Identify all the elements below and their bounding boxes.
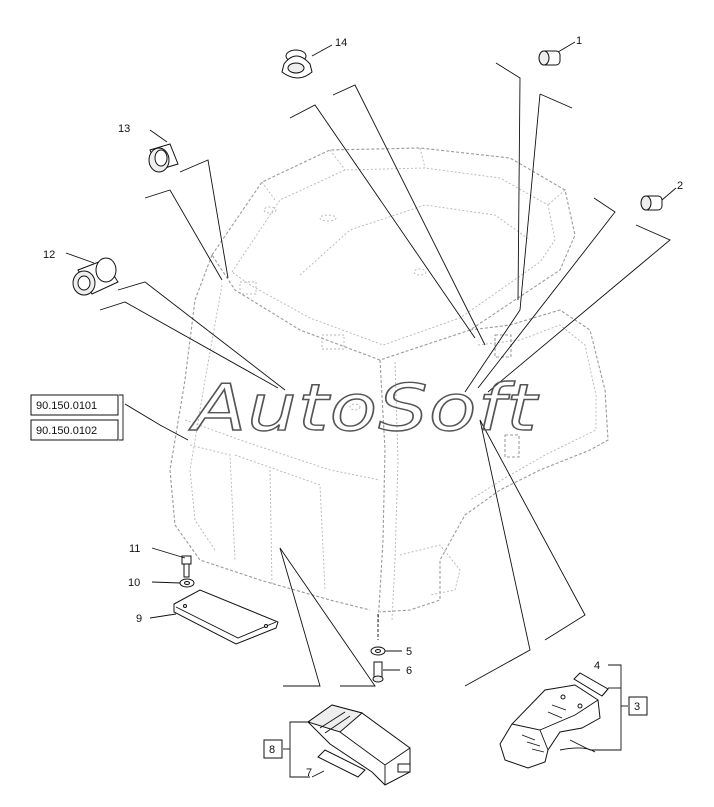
- callout-7: 7: [306, 767, 312, 779]
- grommet-14: [281, 49, 313, 79]
- reference-label-1: 90.150.0101: [36, 400, 97, 412]
- callout-3: 3: [634, 701, 640, 713]
- grommet-12: [72, 257, 119, 296]
- leader-lines: [99, 62, 671, 687]
- callout-2: 2: [677, 180, 683, 192]
- callout-lines: [65, 41, 677, 778]
- boxed-callout-8: 8: [263, 739, 283, 759]
- callout-12: 12: [43, 249, 55, 261]
- callout-numbers: 1 2 4 5 6 7 9 10 11 12 13 14: [43, 35, 683, 779]
- grommet-13: [148, 143, 179, 173]
- strip-7: [317, 749, 366, 778]
- strip-4: [573, 672, 609, 697]
- callout-13: 13: [118, 123, 130, 135]
- reference-label-2: 90.150.0102: [36, 425, 97, 437]
- reference-labels: 90.150.0101 90.150.0102: [30, 394, 124, 441]
- washer-5: [370, 646, 386, 656]
- cover-3: [499, 684, 601, 769]
- pin-6: [372, 661, 384, 683]
- boxed-callout-3: 3: [628, 696, 648, 716]
- bolt-11: [181, 555, 192, 578]
- parts: [72, 49, 663, 786]
- callout-10: 10: [128, 577, 140, 589]
- callout-9: 9: [136, 613, 142, 625]
- callout-8: 8: [269, 744, 275, 756]
- watermark-text: AutoSoft: [188, 372, 540, 446]
- callout-6: 6: [406, 665, 412, 677]
- callout-4: 4: [594, 660, 600, 672]
- callout-1: 1: [576, 35, 582, 47]
- callout-11: 11: [129, 543, 140, 555]
- callout-14: 14: [335, 37, 347, 49]
- duct-8: [306, 704, 411, 786]
- callout-5: 5: [406, 646, 412, 658]
- plug-1: [538, 50, 561, 66]
- washer-10: [179, 578, 195, 588]
- cab-outline: [169, 147, 609, 626]
- plug-2: [640, 195, 663, 211]
- plate-9: [173, 589, 279, 645]
